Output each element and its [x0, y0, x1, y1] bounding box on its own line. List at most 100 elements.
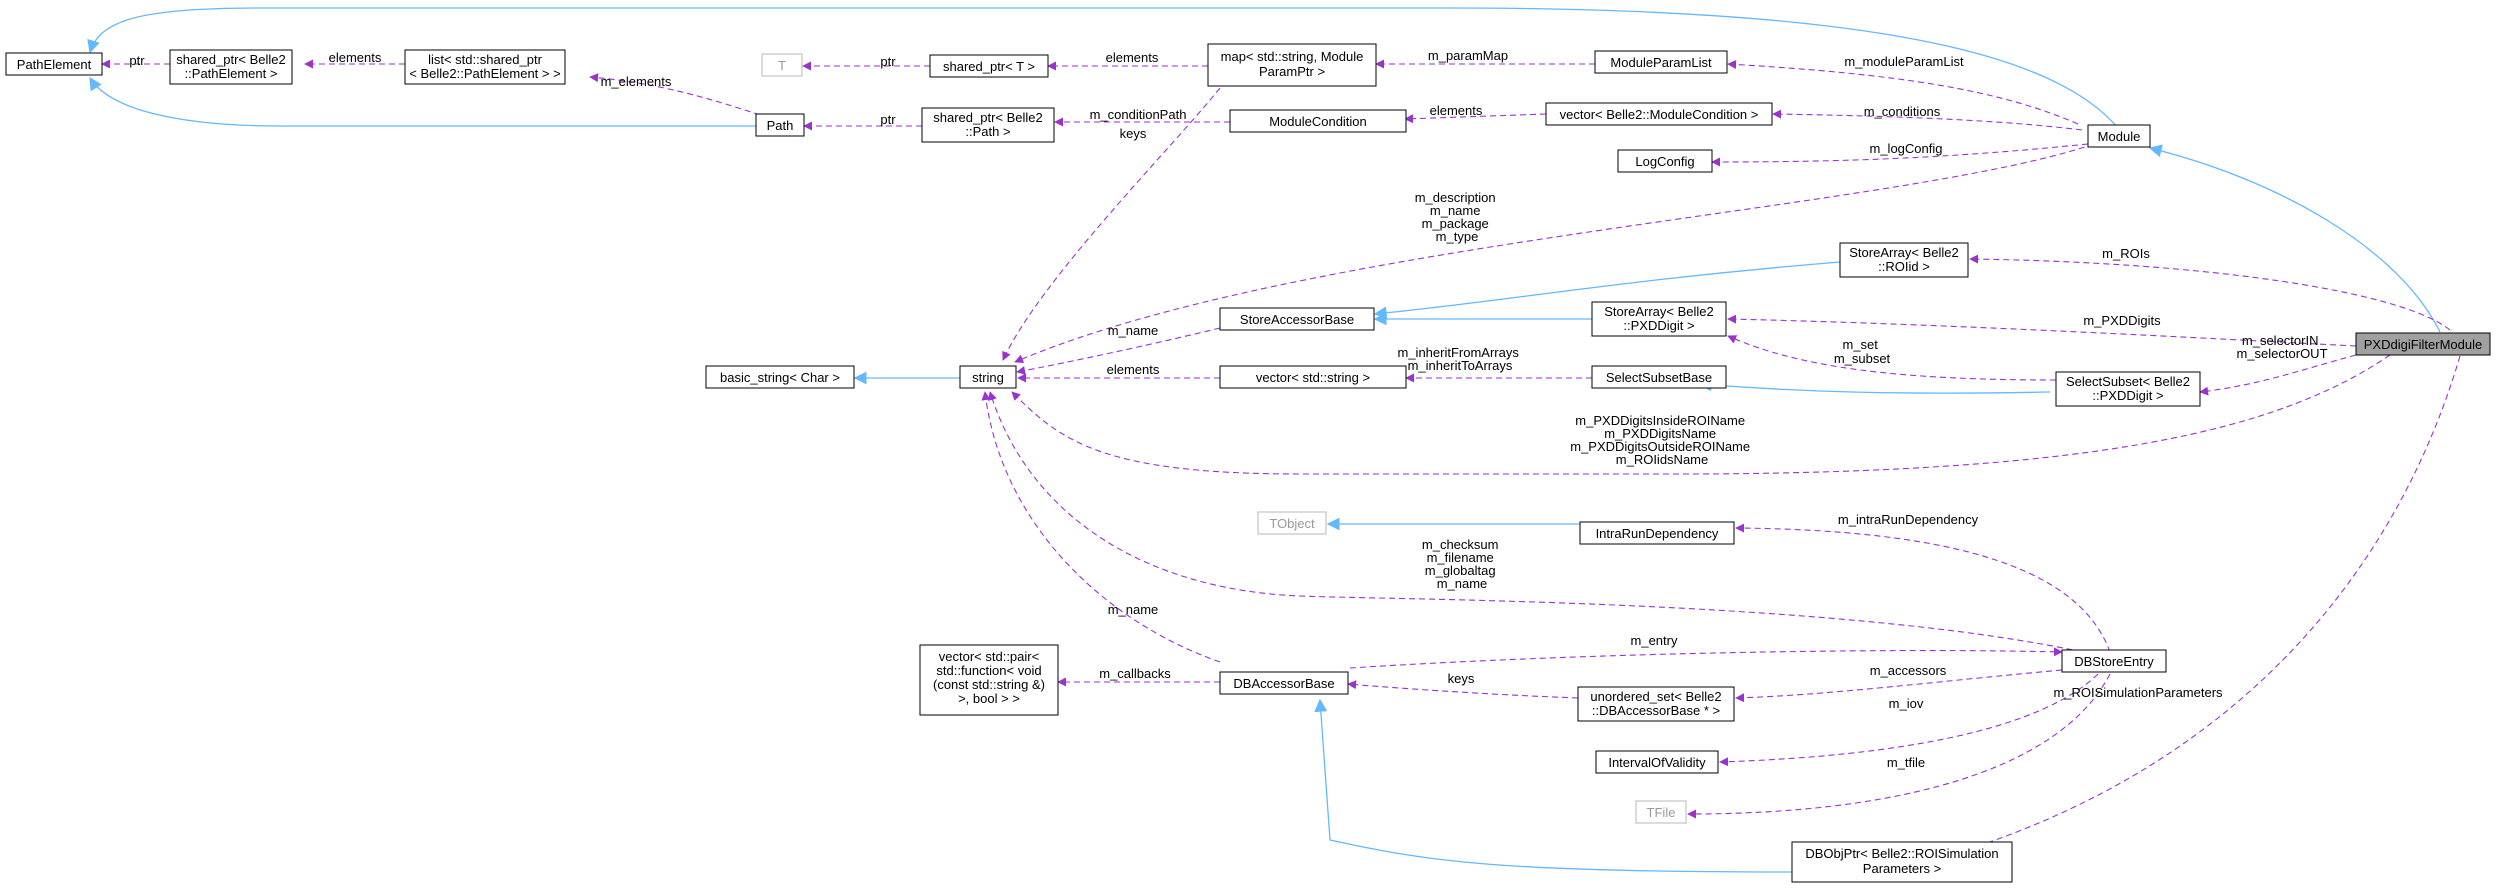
edge-inherit-roiid-storeaccessor — [1373, 261, 1841, 320]
svg-text:ModuleCondition: ModuleCondition — [1269, 114, 1367, 129]
svg-text:DBAccessorBase: DBAccessorBase — [1233, 676, 1334, 691]
edge-label-t-shptrt: ptr — [880, 54, 896, 69]
node-storearray-roiid[interactable]: StoreArray< Belle2::ROIid > — [1839, 242, 1969, 278]
node-modulecondition[interactable]: ModuleCondition — [1229, 109, 1407, 133]
edge-label-string-storeaccessor: m_name — [1108, 323, 1159, 338]
node-string[interactable]: string — [959, 365, 1017, 389]
edge-label-shptrt-map: elements — [1106, 50, 1159, 65]
edge-inherit-filter-module — [2148, 144, 2441, 333]
svg-text:DBObjPtr< Belle2::ROISimulatio: DBObjPtr< Belle2::ROISimulationParameter… — [1805, 846, 1998, 876]
svg-text:IntervalOfValidity: IntervalOfValidity — [1608, 755, 1706, 770]
edge-label-dbaccessor-unordered: keys — [1448, 671, 1475, 686]
svg-text:string: string — [972, 370, 1004, 385]
svg-text:list< std::shared_ptr< Belle2:: list< std::shared_ptr< Belle2::PathEleme… — [409, 52, 560, 81]
edge-label-map-paramlist: m_paramMap — [1428, 48, 1508, 63]
edge-use-paramlist-module — [1727, 59, 2079, 125]
node-basic-string[interactable]: basic_string< Char > — [705, 365, 855, 389]
node-t[interactable]: T — [761, 53, 803, 77]
edge-use-unordered-dbstore — [1735, 669, 2063, 703]
edge-use-modcond-vector — [1404, 113, 1547, 124]
edge-use-roiid-filter — [1969, 254, 2451, 331]
node-vector-pair-function[interactable]: vector< std::pair<std::function< void(co… — [919, 644, 1059, 716]
edge-use-logconfig-module — [1711, 143, 2089, 167]
node-shared-ptr-pathelement[interactable]: shared_ptr< Belle2::PathElement > — [169, 49, 293, 85]
node-storeaccessorbase[interactable]: StoreAccessorBase — [1219, 307, 1375, 331]
edge-label-pe-shptr: ptr — [129, 53, 145, 68]
edge-label-selectsubset-filter: m_selectorIN m_selectorOUT — [2236, 333, 2327, 361]
edge-use-pxddigit-filter — [1727, 314, 2357, 347]
node-storearray-pxddigit[interactable]: StoreArray< Belle2::PXDDigit > — [1591, 301, 1727, 337]
edge-label-path-shptrpath: ptr — [880, 112, 896, 127]
edge-label-roiid-filter: m_ROIs — [2102, 246, 2150, 261]
node-tfile[interactable]: TFile — [1635, 800, 1687, 824]
nodes-layer: PathElement shared_ptr< Belle2::PathElem… — [5, 43, 2491, 883]
edge-label-logconfig-module: m_logConfig — [1870, 141, 1943, 156]
edge-use-dbaccessor-unordered — [1347, 680, 1579, 699]
svg-text:Path: Path — [767, 118, 794, 133]
svg-text:TObject: TObject — [1269, 516, 1315, 531]
node-list-shared-ptr[interactable]: list< std::shared_ptr< Belle2::PathEleme… — [404, 49, 566, 85]
node-selectsubset-pxddigit[interactable]: SelectSubset< Belle2::PXDDigit > — [2055, 371, 2201, 407]
edge-label-pxddigit-filter: m_PXDDigits — [2083, 313, 2161, 328]
edge-use-pxddigit-selectsubset — [1727, 335, 2057, 381]
svg-text:vector< Belle2::ModuleConditio: vector< Belle2::ModuleCondition > — [1560, 107, 1759, 122]
edge-inherit-dbobjptr-dbaccessor — [1314, 698, 1793, 873]
edge-label-string-filter: m_PXDDigitsInsideROIName m_PXDDigitsName… — [1570, 413, 1754, 467]
edge-label-dbobjptr-filter: m_ROISimulationParameters — [2053, 685, 2223, 700]
edge-label-modcond-vector: elements — [1430, 103, 1483, 118]
edge-use-dbobjptr-filter — [1959, 355, 2461, 854]
node-shared-ptr-t[interactable]: shared_ptr< T > — [929, 54, 1049, 78]
edge-label-pxddigit-selectsubset: m_set m_subset — [1834, 337, 1891, 366]
node-logconfig[interactable]: LogConfig — [1617, 149, 1713, 173]
edge-inherit-path-pathelement — [89, 76, 756, 127]
svg-text:IntraRunDependency: IntraRunDependency — [1596, 526, 1719, 541]
edge-labels-layer: ptr elements m_elements ptr elements ptr… — [129, 48, 2327, 770]
svg-text:basic_string< Char >: basic_string< Char > — [720, 370, 840, 385]
edge-label-dbaccessor-dbstore: m_entry — [1631, 633, 1678, 648]
edge-use-vectormodcond-module — [1772, 109, 2083, 131]
node-pxddigifiltermodule[interactable]: PXDdigiFilterModule — [2355, 332, 2491, 356]
node-path[interactable]: Path — [755, 113, 805, 137]
node-pathelement[interactable]: PathElement — [5, 52, 103, 76]
node-module[interactable]: Module — [2087, 124, 2151, 148]
edge-use-intrarun-dbstore — [1735, 523, 2111, 653]
svg-text:SelectSubset< Belle2::PXDDigit: SelectSubset< Belle2::PXDDigit > — [2066, 374, 2190, 403]
edge-label-intrarun-dbstore: m_intraRunDependency — [1838, 512, 1979, 527]
node-shared-ptr-path[interactable]: shared_ptr< Belle2::Path > — [921, 107, 1055, 143]
edge-use-iov-dbstore — [1719, 673, 2099, 767]
svg-text:shared_ptr< Belle2::PathElemen: shared_ptr< Belle2::PathElement > — [176, 52, 286, 81]
node-dbaccessorbase[interactable]: DBAccessorBase — [1219, 671, 1349, 695]
edge-use-string-module — [1014, 143, 2095, 363]
edge-label-tfile-dbstore: m_tfile — [1887, 755, 1925, 770]
node-vector-modulecondition[interactable]: vector< Belle2::ModuleCondition > — [1545, 102, 1773, 126]
edge-label-shptr-list: elements — [329, 50, 382, 65]
svg-text:vector< std::string >: vector< std::string > — [1256, 370, 1370, 385]
node-moduleparamlist[interactable]: ModuleParamList — [1594, 50, 1728, 74]
node-unordered-set[interactable]: unordered_set< Belle2::DBAccessorBase * … — [1577, 686, 1735, 722]
svg-text:StoreAccessorBase: StoreAccessorBase — [1240, 312, 1354, 327]
edge-use-string-storeaccessor — [1016, 327, 1221, 375]
svg-text:PathElement: PathElement — [17, 57, 92, 72]
node-intervalofvalidity[interactable]: IntervalOfValidity — [1595, 750, 1719, 774]
node-tobject[interactable]: TObject — [1257, 511, 1327, 535]
edge-label-string-dbstore: m_checksum m_filename m_globaltag m_name — [1422, 537, 1502, 591]
edge-use-tfile-dbstore — [1687, 673, 2111, 819]
edges-layer — [87, 7, 2461, 873]
edge-label-vectorpair-dbaccessor: m_callbacks — [1099, 666, 1171, 681]
node-vector-string[interactable]: vector< std::string > — [1219, 365, 1407, 389]
node-intrarundependency[interactable]: IntraRunDependency — [1579, 521, 1735, 545]
edge-use-list-path — [589, 73, 761, 116]
svg-text:DBStoreEntry: DBStoreEntry — [2074, 654, 2154, 669]
edge-use-selectsubset-filter — [2199, 354, 2357, 396]
svg-text:SelectSubsetBase: SelectSubsetBase — [1606, 370, 1712, 385]
edge-label-vectorstring-selectbase: m_inheritFromArrays m_inheritToArrays — [1398, 345, 1523, 373]
node-dbstoreentry[interactable]: DBStoreEntry — [2061, 649, 2167, 673]
svg-text:TFile: TFile — [1647, 805, 1676, 820]
node-selectsubsetbase[interactable]: SelectSubsetBase — [1591, 365, 1727, 389]
svg-text:ModuleParamList: ModuleParamList — [1610, 55, 1712, 70]
edge-label-string-module: m_description m_name m_package m_type — [1415, 190, 1500, 244]
